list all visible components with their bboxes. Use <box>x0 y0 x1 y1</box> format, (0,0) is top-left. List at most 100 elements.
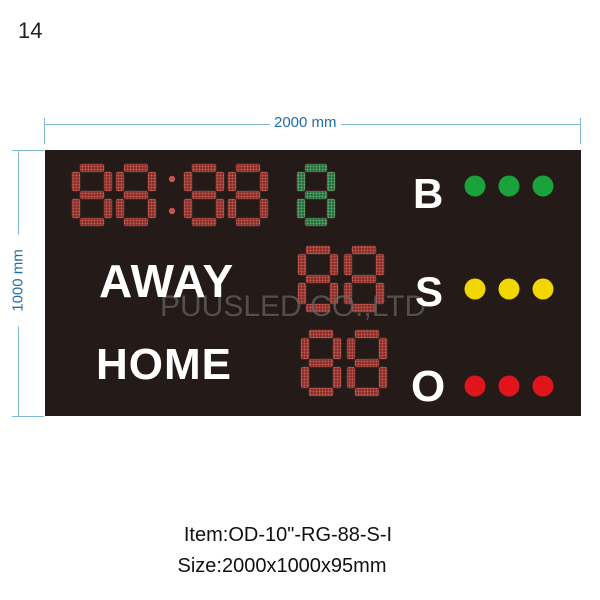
clock-digit-1-segment-d <box>79 217 105 227</box>
period-digit-segment-b <box>326 171 336 192</box>
out-lamp-1 <box>464 375 486 397</box>
away-score-digit-2-segment-g <box>351 274 377 284</box>
home-score-digit-1-segment-d <box>308 387 334 397</box>
period-digit-segment-g <box>304 190 328 200</box>
clock-digit-1-segment-a <box>79 163 105 173</box>
clock-digit-1-segment-e <box>71 198 81 219</box>
home-score-digit-1 <box>300 329 342 397</box>
clock-digit-3 <box>183 163 225 227</box>
period-digit-segment-a <box>304 163 328 173</box>
scoreboard: PUUSLED CO.,LTD AWAY HOME B S O <box>45 150 581 416</box>
home-score-digit-1-segment-g <box>308 358 334 368</box>
away-score-digit-1 <box>297 245 339 313</box>
home-score-digit-1-segment-a <box>308 329 334 339</box>
period-digit-segment-c <box>326 198 336 219</box>
home-score-digit-1-segment-e <box>300 366 310 389</box>
away-score-digit-2-segment-a <box>351 245 377 255</box>
strikes-label: S <box>415 268 444 315</box>
clock-colon-dot-1 <box>168 175 176 183</box>
strike-lamp-1 <box>464 278 486 300</box>
ball-lamp-2 <box>498 175 520 197</box>
clock-digit-4-segment-d <box>235 217 261 227</box>
outs-label: O <box>411 362 446 411</box>
out-lamp-3 <box>532 375 554 397</box>
height-tick-top <box>12 150 44 151</box>
away-score-digit-2 <box>343 245 385 313</box>
clock-digit-1-segment-b <box>103 171 113 192</box>
clock-digit-4 <box>227 163 269 227</box>
clock-digit-4-segment-e <box>227 198 237 219</box>
watermark: PUUSLED CO.,LTD <box>160 290 427 323</box>
away-score-digit-2-segment-c <box>375 282 385 305</box>
home-score-digit-1-segment-c <box>332 366 342 389</box>
width-tick-right <box>580 118 581 144</box>
away-score-digit-2-segment-e <box>343 282 353 305</box>
away-score-digit-1-segment-e <box>297 282 307 305</box>
home-label: HOME <box>96 340 232 389</box>
home-score-digit-2-segment-e <box>346 366 356 389</box>
home-score-digit-2-segment-a <box>354 329 380 339</box>
width-tick-left <box>44 118 45 144</box>
clock-digit-4-segment-f <box>227 171 237 192</box>
clock-digit-2-segment-g <box>123 190 149 200</box>
period-digit-segment-e <box>296 198 306 219</box>
away-score-digit-2-segment-d <box>351 303 377 313</box>
clock-digit-3-segment-b <box>215 171 225 192</box>
away-score-digit-1-segment-d <box>305 303 331 313</box>
clock-digit-2-segment-d <box>123 217 149 227</box>
home-score-digit-2-segment-b <box>378 337 388 360</box>
height-label: 1000 mm <box>9 234 27 327</box>
clock-digit-3-segment-a <box>191 163 217 173</box>
size-caption: Size:2000x1000x95mm <box>177 555 387 577</box>
clock-digit-4-segment-a <box>235 163 261 173</box>
clock-digit-4-segment-b <box>259 171 269 192</box>
away-label: AWAY <box>99 255 235 307</box>
period-digit-segment-d <box>304 217 328 227</box>
clock-digit-2-segment-a <box>123 163 149 173</box>
clock-digit-2-segment-b <box>147 171 157 192</box>
clock-digit-4-segment-g <box>235 190 261 200</box>
clock-digit-2-segment-e <box>115 198 125 219</box>
out-lamp-2 <box>498 375 520 397</box>
away-score-digit-1-segment-b <box>329 253 339 276</box>
home-score-digit-1-segment-f <box>300 337 310 360</box>
page-number: 14 <box>18 18 43 43</box>
width-label: 2000 mm <box>270 114 341 131</box>
clock-digit-2 <box>115 163 157 227</box>
clock-digit-4-segment-c <box>259 198 269 219</box>
clock-digit-2-segment-f <box>115 171 125 192</box>
clock-digit-3-segment-c <box>215 198 225 219</box>
item-caption: Item:OD-10"-RG-88-S-I <box>183 524 393 546</box>
away-score-digit-1-segment-c <box>329 282 339 305</box>
scoreboard-display <box>71 163 554 397</box>
strike-lamp-3 <box>532 278 554 300</box>
ball-lamp-3 <box>532 175 554 197</box>
clock-digit-1-segment-g <box>79 190 105 200</box>
away-score-digit-1-segment-a <box>305 245 331 255</box>
home-score-digit-2-segment-g <box>354 358 380 368</box>
clock-digit-3-segment-d <box>191 217 217 227</box>
clock-digit-3-segment-g <box>191 190 217 200</box>
ball-lamp-1 <box>464 175 486 197</box>
home-score-digit-2-segment-f <box>346 337 356 360</box>
clock-digit-3-segment-f <box>183 171 193 192</box>
balls-label: B <box>413 170 444 217</box>
home-score-digit-1-segment-b <box>332 337 342 360</box>
height-tick-bottom <box>12 416 44 417</box>
away-score-digit-2-segment-b <box>375 253 385 276</box>
home-score-digit-2-segment-d <box>354 387 380 397</box>
home-score-digit-2-segment-c <box>378 366 388 389</box>
away-score-digit-2-segment-f <box>343 253 353 276</box>
clock-digit-1-segment-f <box>71 171 81 192</box>
home-score-digit-2 <box>346 329 388 397</box>
clock-digit-2-segment-c <box>147 198 157 219</box>
clock-digit-1 <box>71 163 113 227</box>
period-digit-segment-f <box>296 171 306 192</box>
away-score-digit-1-segment-f <box>297 253 307 276</box>
strike-lamp-2 <box>498 278 520 300</box>
clock-colon-dot-2 <box>168 207 176 215</box>
period-digit <box>296 163 336 227</box>
clock-digit-3-segment-e <box>183 198 193 219</box>
clock-digit-1-segment-c <box>103 198 113 219</box>
away-score-digit-1-segment-g <box>305 274 331 284</box>
